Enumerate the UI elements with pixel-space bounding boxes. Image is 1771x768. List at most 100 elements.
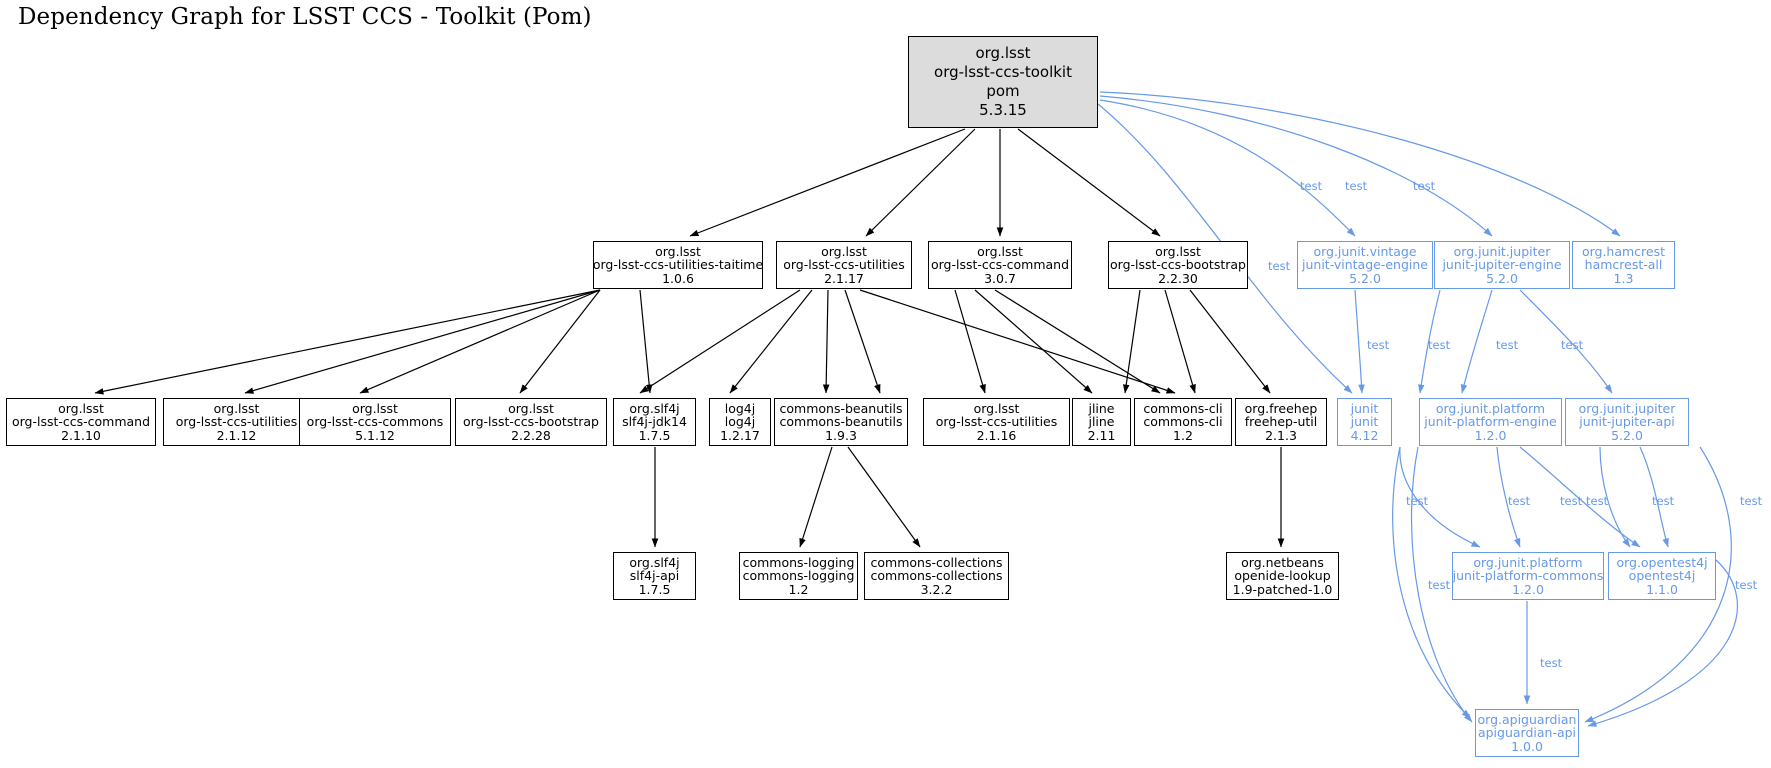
node-line: org.slf4j: [629, 554, 680, 570]
node-line: org-lsst-ccs-utilities: [175, 414, 298, 430]
node-line: junit-vintage-engine: [1302, 257, 1428, 273]
node-line: 2.1.12: [216, 427, 257, 443]
node-line: junit: [1350, 414, 1379, 430]
node-line: log4j: [724, 414, 756, 430]
edge-label-test: test: [1300, 179, 1323, 193]
node-line: 1.3: [1613, 270, 1634, 286]
edge-label-test: test: [1345, 179, 1368, 193]
edge-label-test: test: [1735, 578, 1758, 592]
node-line: 1.2.0: [1512, 581, 1544, 597]
edge-label-test: test: [1406, 494, 1429, 508]
node-line: junit: [1350, 400, 1379, 416]
node-line: 3.0.7: [984, 270, 1016, 286]
node-line: 1.2: [1173, 427, 1193, 443]
node-line: commons-cli: [1143, 414, 1223, 430]
node-line: 1.7.5: [638, 427, 671, 443]
node-line: 3.2.2: [920, 581, 953, 597]
edge-label-test: test: [1428, 578, 1451, 592]
edge-label-test: test: [1428, 338, 1451, 352]
node-line: org.lsst: [508, 400, 554, 416]
node-line: org.lsst: [58, 400, 104, 416]
node-line: commons-collections: [870, 554, 1003, 570]
node-line: jline: [1088, 400, 1115, 416]
node-line: 1.9-patched-1.0: [1232, 581, 1333, 597]
node-line: org.apiguardian: [1477, 711, 1577, 727]
node-line: 5.2.0: [1486, 270, 1518, 286]
node-line: org-lsst-ccs-commons: [306, 414, 444, 430]
node-line: 2.1.16: [976, 427, 1017, 443]
node-line: commons-beanutils: [779, 414, 903, 430]
node-line: slf4j-jdk14: [622, 414, 687, 430]
node-line: 2.2.30: [1158, 270, 1198, 286]
node-line: junit-platform-commons: [1452, 568, 1604, 584]
node-line: commons-logging: [742, 568, 855, 584]
node-line: 1.7.5: [638, 581, 671, 597]
node-line: 1.2.0: [1474, 427, 1507, 443]
node-line: org.lsst: [352, 400, 398, 416]
edge-label-test: test: [1496, 338, 1519, 352]
node-line: 2.1.17: [824, 270, 864, 286]
edge-label-test: test: [1540, 656, 1563, 670]
node-line: org.junit.jupiter: [1453, 243, 1551, 259]
node-line: org.lsst: [973, 400, 1020, 416]
edge-label-test: test: [1560, 494, 1583, 508]
node-line: openide-lookup: [1234, 568, 1331, 584]
node-line: org-lsst-ccs-bootstrap: [1110, 257, 1246, 273]
edge-label-test: test: [1586, 494, 1609, 508]
node-line: org-lsst-ccs-command: [11, 414, 151, 430]
node-line: org.junit.vintage: [1313, 243, 1417, 259]
node-line: 2.2.28: [511, 427, 551, 443]
node-line: 5.3.15: [979, 101, 1027, 119]
node-line: org.freehep: [1244, 400, 1318, 416]
node-line: org.junit.jupiter: [1578, 400, 1676, 416]
node-line: opentest4j: [1628, 568, 1696, 584]
node-line: pom: [986, 82, 1020, 100]
page-title: Dependency Graph for LSST CCS - Toolkit …: [18, 4, 592, 30]
node-line: org.junit.platform: [1435, 400, 1546, 416]
node-line: log4j: [724, 400, 756, 416]
node-line: org.hamcrest: [1581, 243, 1666, 259]
node-line: freehep-util: [1244, 414, 1318, 430]
node-line: 5.2.0: [1349, 270, 1381, 286]
edge-label-test: test: [1740, 494, 1763, 508]
node-line: 5.2.0: [1611, 427, 1643, 443]
edge-label-test: test: [1413, 179, 1436, 193]
node-line: 1.0.0: [1511, 738, 1543, 754]
node-line: 2.1.10: [61, 427, 101, 443]
node-line: apiguardian-api: [1477, 725, 1577, 741]
node-line: org.lsst: [213, 400, 260, 416]
node-line: commons-collections: [870, 568, 1003, 584]
node-line: 5.1.12: [355, 427, 395, 443]
node-line: org.lsst: [975, 44, 1031, 62]
node-line: org.lsst: [821, 243, 867, 259]
